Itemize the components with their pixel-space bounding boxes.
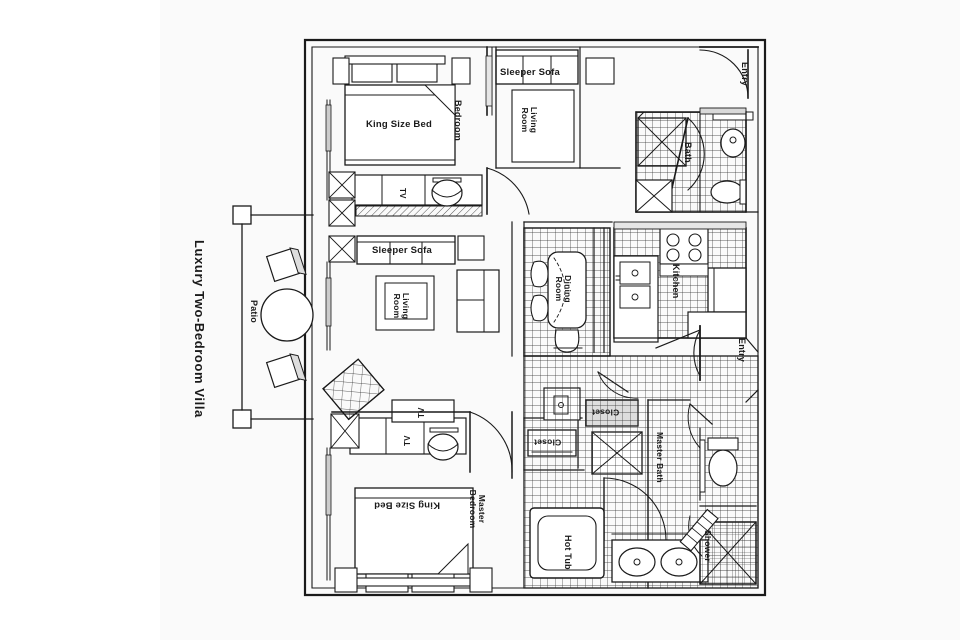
patio-area	[232, 205, 314, 429]
label-closet-lower: Closet	[534, 437, 562, 448]
label-sleeper-sofa-upper: Sleeper Sofa	[500, 67, 560, 78]
label-king-size-bed-master: King Size Bed	[374, 499, 440, 511]
label-closet-upper: Closet	[592, 407, 620, 418]
label-dining-room: Dining Room	[554, 275, 573, 303]
bath-upper-right	[635, 107, 754, 213]
entry-top	[699, 39, 766, 99]
kitchen	[613, 221, 747, 343]
label-tv-master-lower: TV	[403, 435, 412, 446]
label-living-room-mid: Living Room	[392, 292, 411, 320]
label-master-bedroom: Master Bedroom	[468, 489, 487, 529]
label-king-size-bed-bedroom: King Size Bed	[366, 119, 432, 130]
label-hot-tub: Hot Tub	[563, 535, 573, 570]
dining-room	[523, 221, 613, 357]
master-bath	[523, 355, 759, 589]
label-patio: Patio	[249, 300, 259, 324]
plan-title: Luxury Two-Bedroom Villa	[192, 240, 207, 418]
living-room-mid	[328, 235, 500, 333]
bedroom-1	[328, 46, 530, 227]
label-tv-master-upper: TV	[417, 407, 426, 418]
living-room-upper	[495, 46, 621, 169]
interior-walls	[495, 46, 759, 357]
label-kitchen: Kitchen	[671, 264, 681, 299]
label-shower: Shower	[703, 530, 713, 562]
label-living-room-upper: Living Room	[520, 106, 539, 134]
label-tv-bedroom: TV	[398, 188, 407, 199]
label-bath: Bath	[683, 142, 693, 163]
label-master-bath: Master Bath	[655, 432, 665, 483]
label-bedroom: Bedroom	[453, 100, 463, 141]
label-entry-right: Entry	[737, 338, 747, 363]
master-bedroom	[322, 358, 513, 593]
label-entry-top: Entry	[740, 62, 750, 87]
label-sleeper-sofa-mid: Sleeper Sofa	[372, 245, 432, 256]
